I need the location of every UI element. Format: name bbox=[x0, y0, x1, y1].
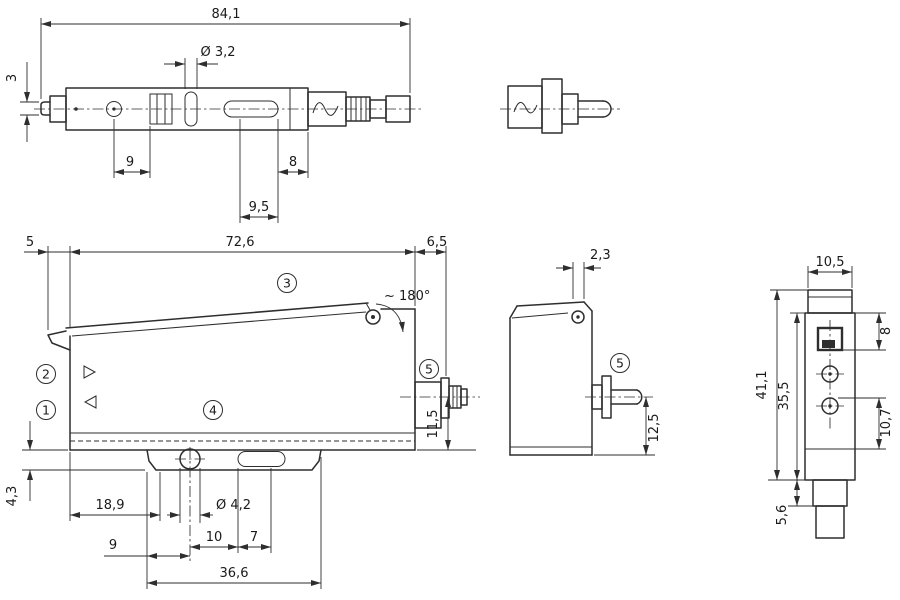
callout-5-rear: 5 bbox=[610, 353, 630, 373]
indicator-triangle-left bbox=[83, 395, 97, 409]
side-view: ~ 180° 3 2 1 4 5 5 72,6 6,5 11,5 bbox=[5, 235, 480, 589]
dim-foot-height: 4,3 bbox=[5, 421, 145, 506]
dim-connector-length: 6,5 bbox=[415, 235, 447, 376]
bottom-connector bbox=[815, 505, 845, 539]
dim-label: 5,6 bbox=[775, 505, 790, 526]
rotation-arrow bbox=[375, 303, 405, 333]
callout-5: 5 bbox=[419, 359, 439, 379]
mounting-foot bbox=[146, 449, 322, 471]
dim-connector-height-rear: 12,5 bbox=[594, 397, 662, 456]
dim-label: 12,5 bbox=[647, 414, 662, 443]
dim-label: 3 bbox=[5, 74, 20, 82]
plug-body bbox=[561, 93, 579, 125]
pin-dot bbox=[74, 107, 78, 111]
dim-c: 9,5 bbox=[239, 119, 279, 223]
cable-end bbox=[602, 100, 612, 118]
dim-width: 10,5 bbox=[807, 255, 853, 288]
dim-label: 10,5 bbox=[816, 255, 845, 270]
lid-top-edge bbox=[65, 302, 369, 329]
front-view-outline bbox=[804, 289, 856, 539]
dim-connector-height: 11,5 bbox=[417, 397, 476, 451]
flange-plate bbox=[541, 78, 563, 134]
dim-display-offset: 8 bbox=[842, 312, 894, 351]
dim-label: 8 bbox=[879, 327, 894, 335]
dim-label: 2,3 bbox=[590, 248, 611, 263]
dim-label: 4,3 bbox=[5, 486, 20, 507]
dim-label: 36,6 bbox=[220, 566, 249, 581]
callout-number: 1 bbox=[42, 403, 50, 418]
dim-a: 9 bbox=[113, 119, 151, 178]
dim-face-height: 35,5 bbox=[777, 312, 805, 480]
dim-label: 35,5 bbox=[777, 382, 792, 411]
dim-label: 9,5 bbox=[249, 200, 270, 215]
horizontal-slot bbox=[223, 100, 279, 118]
cable-plug bbox=[385, 95, 411, 123]
dim-label: 10,7 bbox=[879, 409, 894, 438]
front-view: 10,5 41,1 35,5 8 10,7 5,6 bbox=[755, 255, 894, 539]
indicator-triangle-right bbox=[83, 365, 97, 379]
callout-4: 4 bbox=[203, 400, 223, 420]
dim-body-length: 72,6 bbox=[70, 235, 416, 306]
dim-label: 72,6 bbox=[226, 235, 255, 250]
connector-end bbox=[636, 389, 643, 405]
top-view-outline bbox=[34, 87, 422, 131]
dim-overall-length: 84,1 bbox=[40, 7, 411, 99]
dim-d: 9 bbox=[104, 447, 191, 589]
top-cap bbox=[807, 289, 853, 314]
dim-label: 8 bbox=[289, 155, 297, 170]
dim-foot-length: 36,6 bbox=[147, 457, 322, 589]
lid-hinge bbox=[571, 310, 585, 324]
connector-detail-view bbox=[500, 78, 620, 134]
callout-number: 3 bbox=[283, 276, 291, 291]
rear-view: 2,3 5 12,5 bbox=[509, 248, 662, 456]
dim-label: 18,9 bbox=[96, 498, 125, 513]
dim-hole-offset: 18,9 bbox=[69, 452, 161, 521]
dim-lid-offset: 2,3 bbox=[556, 248, 611, 299]
dim-label: 5 bbox=[26, 235, 34, 250]
dim-b: 8 bbox=[277, 119, 309, 178]
latch bbox=[47, 330, 71, 351]
dim-hole-diameter: Ø 4,2 bbox=[167, 468, 251, 523]
callout-2: 2 bbox=[36, 364, 56, 384]
dim-label: 6,5 bbox=[427, 235, 448, 250]
dim-label: 9 bbox=[126, 155, 134, 170]
dim-front-overhang: 5 bbox=[24, 235, 71, 330]
dim-label: 9 bbox=[109, 538, 117, 553]
dim-label: 7 bbox=[250, 530, 258, 545]
dim-nose-height: 3 bbox=[5, 62, 39, 142]
dim-label: 84,1 bbox=[212, 7, 241, 22]
rear-view-outline bbox=[509, 301, 653, 456]
dim-label: Ø 3,2 bbox=[200, 45, 235, 60]
lid-hinge bbox=[365, 309, 381, 325]
callout-number: 2 bbox=[42, 367, 50, 382]
callout-number: 5 bbox=[616, 356, 624, 371]
bottom-block bbox=[812, 479, 848, 507]
dim-label: 10 bbox=[206, 530, 223, 545]
screw-hole bbox=[106, 101, 122, 117]
dim-label: 41,1 bbox=[755, 371, 770, 400]
dim-label: 11,5 bbox=[426, 410, 441, 439]
rotation-note: ~ 180° bbox=[375, 289, 430, 333]
mounting-slot bbox=[237, 451, 286, 467]
rotation-label: ~ 180° bbox=[384, 289, 430, 304]
callout-number: 4 bbox=[209, 403, 217, 418]
clamp-lever bbox=[149, 93, 173, 125]
dim-slot-hole-diameter: Ø 3,2 bbox=[164, 45, 236, 89]
dim-e: 10 bbox=[190, 468, 239, 553]
dim-port-offset: 10,7 bbox=[838, 397, 894, 450]
vertical-slot bbox=[184, 91, 198, 127]
dim-label: Ø 4,2 bbox=[216, 498, 251, 513]
dim-f: 7 bbox=[238, 468, 272, 553]
top-view: 84,1 3 Ø 3,2 9 8 9,5 bbox=[5, 7, 422, 223]
side-view-outline bbox=[47, 302, 480, 471]
callout-number: 5 bbox=[425, 362, 433, 377]
callout-1: 1 bbox=[36, 400, 56, 420]
dim-bottom: 5,6 bbox=[775, 480, 813, 525]
housing-face bbox=[804, 312, 856, 481]
callout-3: 3 bbox=[277, 273, 297, 293]
